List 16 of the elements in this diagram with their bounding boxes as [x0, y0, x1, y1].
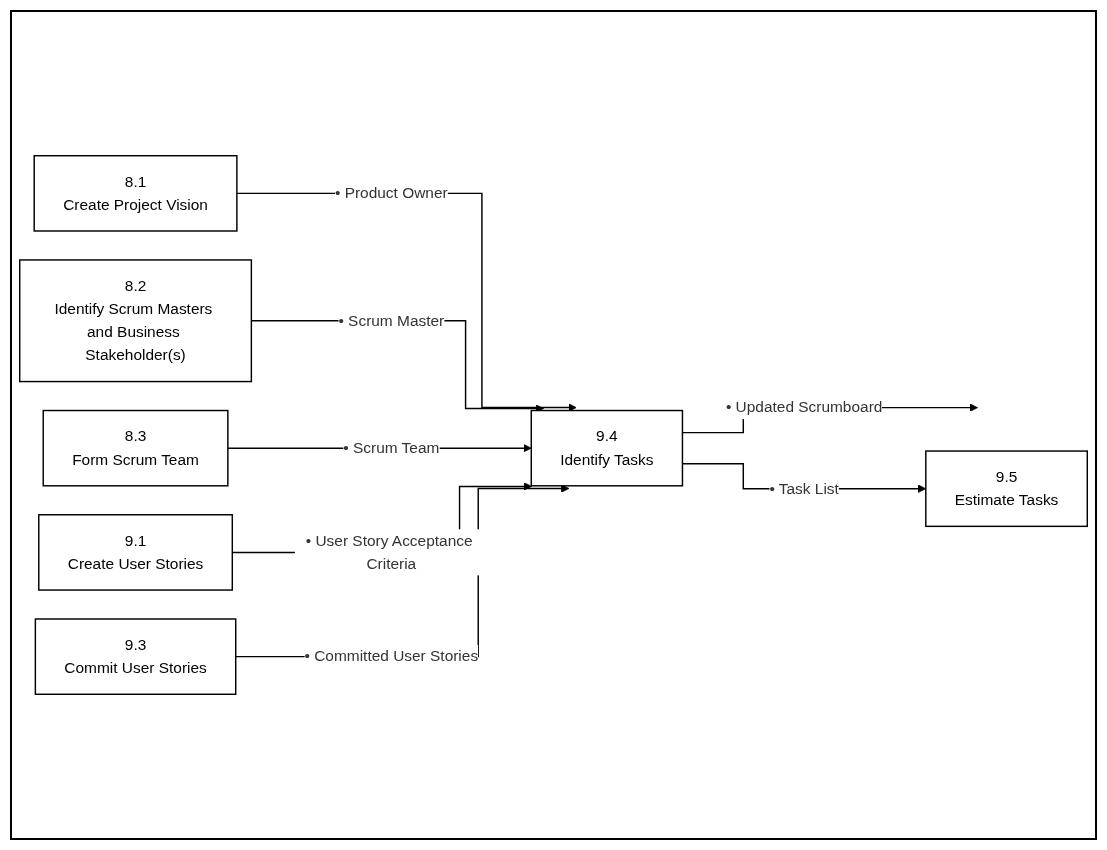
edge-label: • Task List — [769, 480, 839, 497]
node-box — [38, 514, 234, 591]
node-box — [42, 409, 229, 487]
node-box — [925, 450, 1088, 528]
node-box — [19, 259, 253, 383]
edge-label: • User Story Acceptance Criteria — [305, 532, 473, 572]
edge-label: • Committed User Stories — [304, 647, 479, 665]
node-box — [33, 155, 238, 232]
flowchart-drawing: • Product Owner • Scrum Master • Scrum Team • User Story Acceptance Criteria • Committed User Stories • Updated Scrumboard • Task List 8.1 Create Project Vision 8.2 Identify Scrum Masters and Business Stakeholder(s) 8.3 Form Scrum Team 9.1 Create User Stories 9.3 Commit User Stories 9.4 Identify Tasks 9.5 Estimate Tasks — [12, 12, 1095, 838]
node-box — [530, 409, 684, 487]
arrow — [235, 484, 570, 658]
edge-label: • Updated Scrumboard — [725, 398, 883, 416]
node-box — [34, 618, 237, 695]
edge-label: • Scrum Master — [338, 312, 445, 329]
edge-label: • Product Owner — [334, 184, 448, 202]
edge-label: • Scrum Team — [343, 439, 440, 456]
